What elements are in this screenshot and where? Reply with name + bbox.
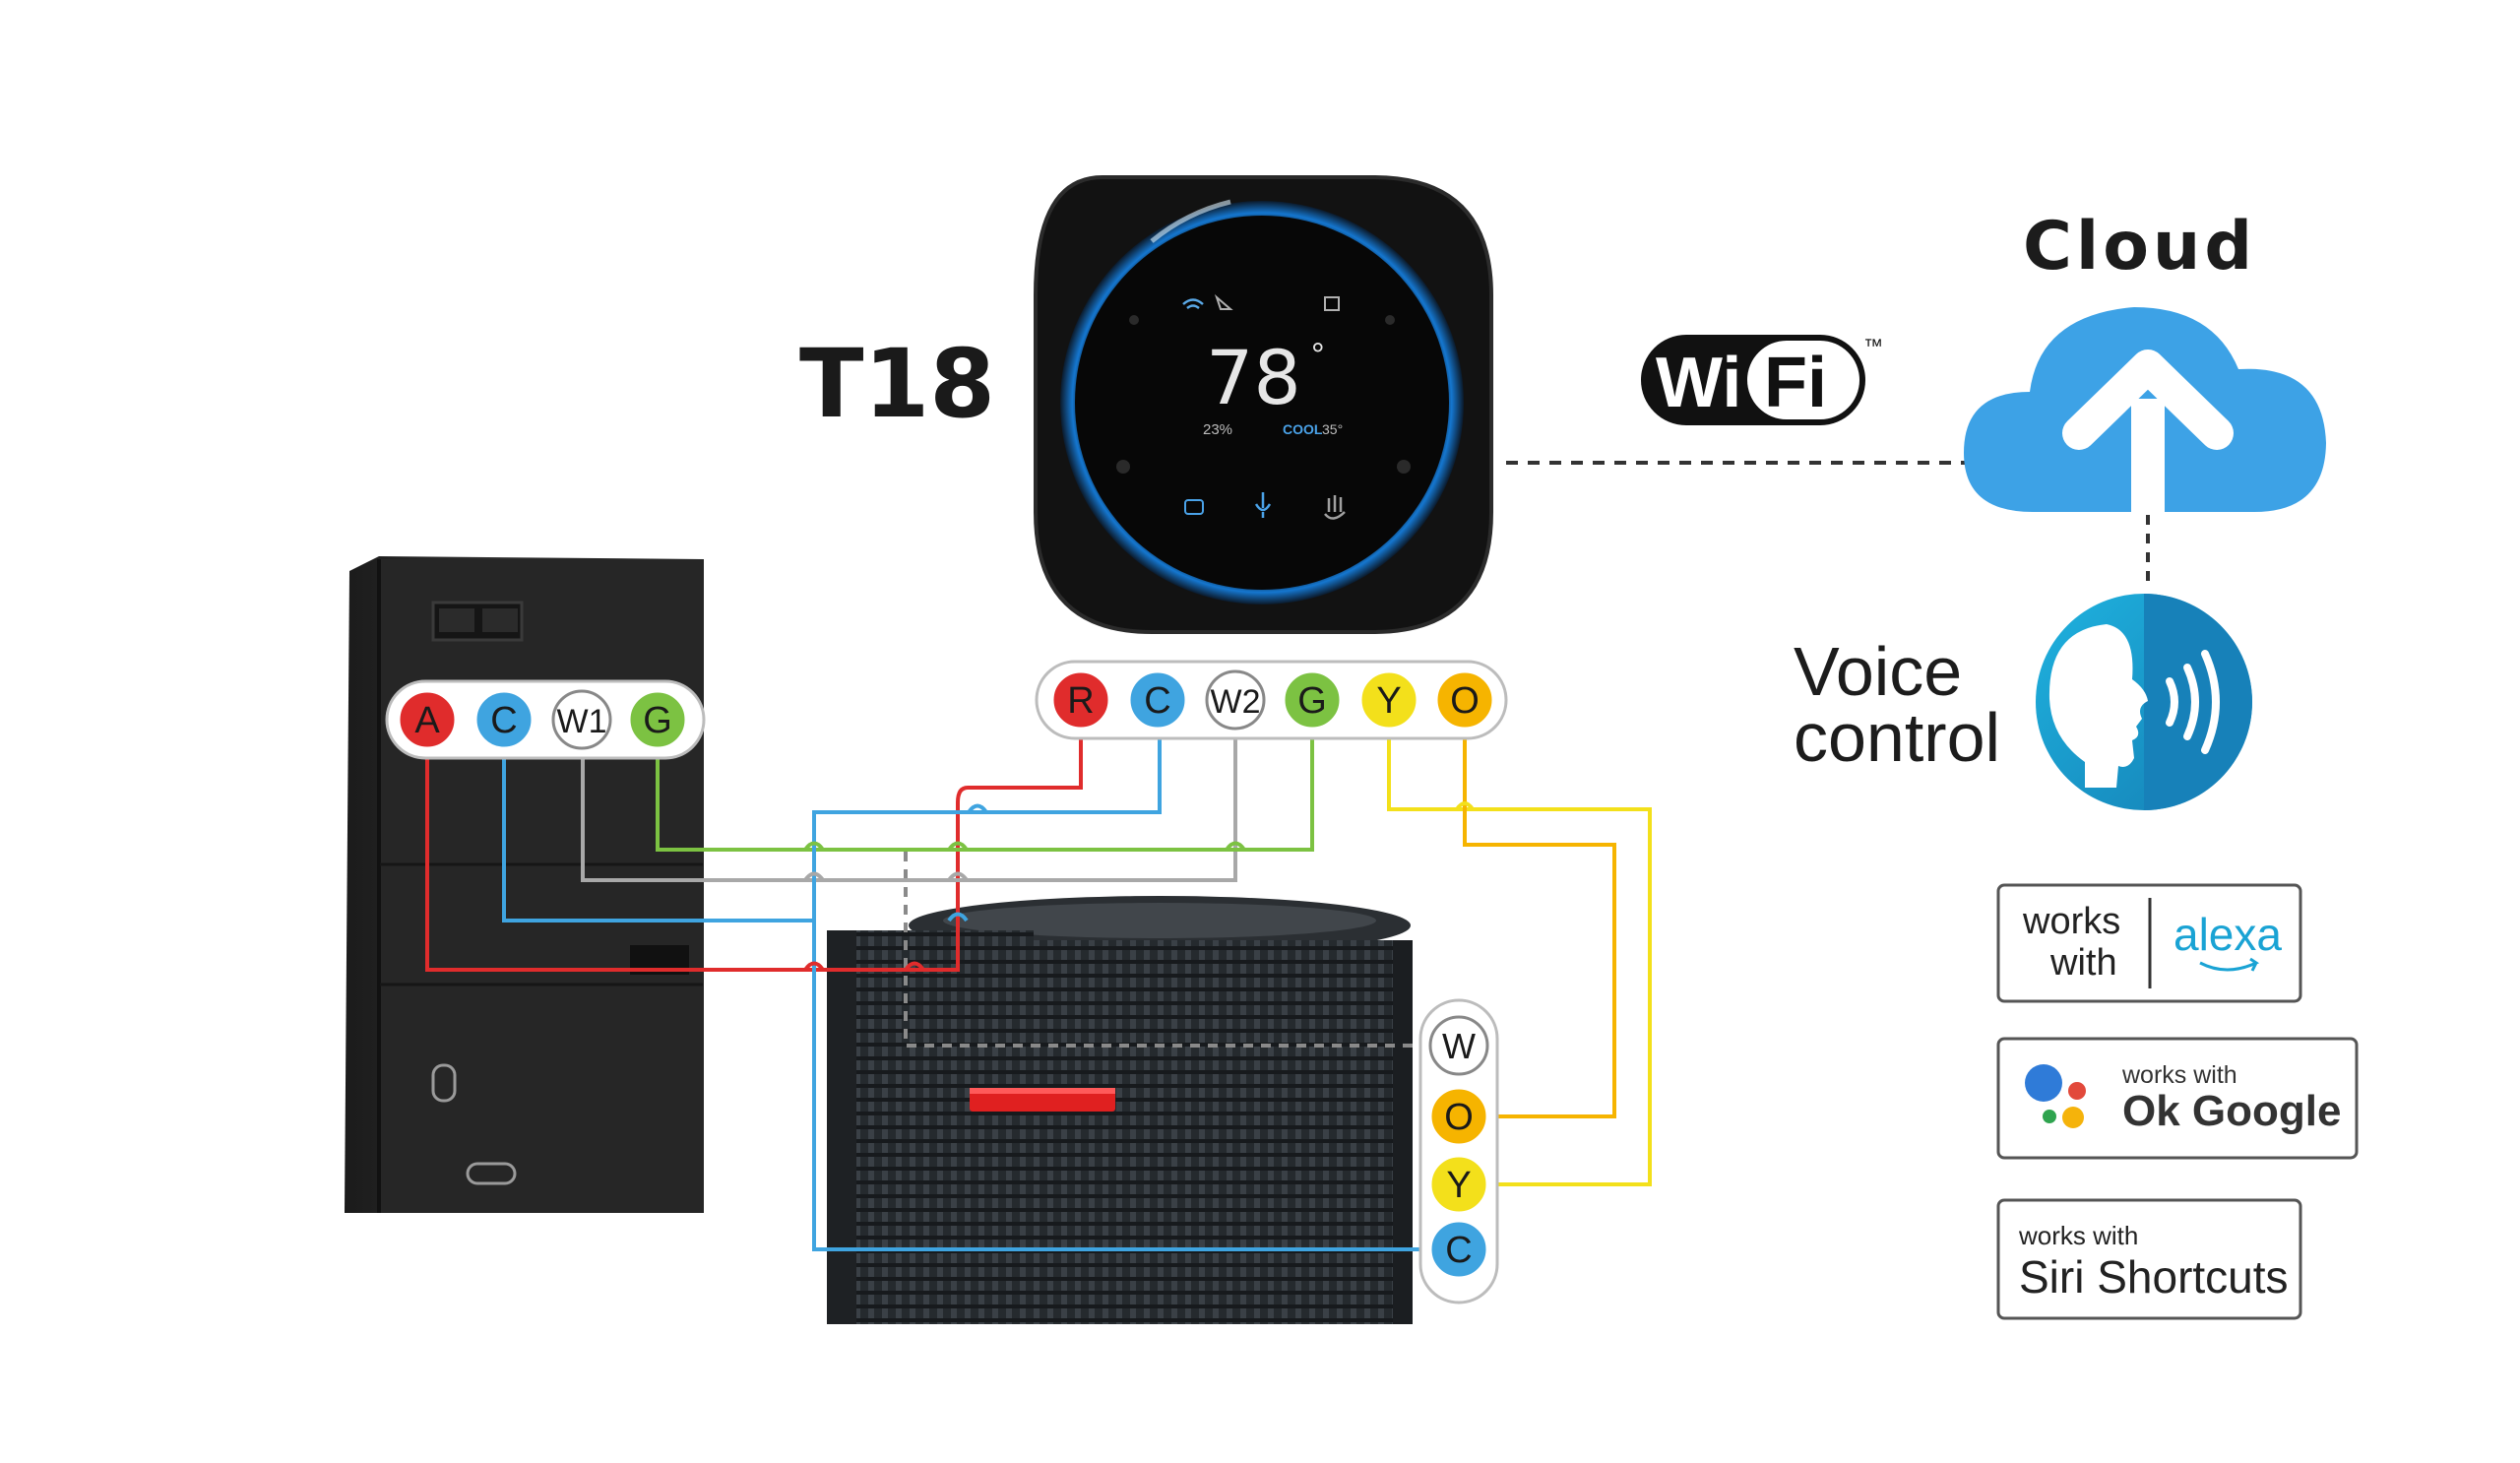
wire-blue-c-outdoor	[812, 812, 1442, 1251]
terminal-w-outdoor-label: W	[1442, 1026, 1476, 1066]
product-title: T18	[799, 329, 995, 439]
terminal-g-ah	[627, 689, 688, 750]
cloud-upload-icon	[1964, 307, 2326, 512]
alexa-badge: works with alexa	[1996, 883, 2302, 1003]
terminal-c-outdoor-label: C	[1445, 1230, 1472, 1271]
temperature-degree: °	[1311, 337, 1325, 374]
terminal-o-outdoor	[1428, 1086, 1489, 1147]
air-handler-unit	[345, 556, 704, 1213]
temperature-readout: 78	[1206, 334, 1301, 421]
terminal-w2	[1205, 669, 1266, 731]
google-works-with-text: works with	[2121, 1061, 2237, 1089]
terminal-g-tstat	[1282, 669, 1343, 731]
outdoor-terminal-strip: W O Y C	[1418, 998, 1499, 1304]
wifi-trademark: ™	[1863, 336, 1883, 357]
terminal-a-label: A	[414, 700, 440, 741]
siri-works-with-text: works with	[2018, 1221, 2138, 1250]
wifi-logo-text-wi: Wi	[1656, 344, 1741, 422]
google-assistant-icon	[2025, 1064, 2086, 1128]
setpoint-readout: 35°	[1322, 421, 1343, 437]
hand-icon	[1324, 495, 1346, 520]
google-badge: works with Ok Google	[1996, 1037, 2359, 1160]
alexa-smile-icon	[2199, 957, 2260, 972]
siri-badge: works with Siri Shortcuts	[1996, 1198, 2302, 1320]
cloud-label: Cloud	[2023, 208, 2256, 286]
terminal-c-ah	[473, 689, 535, 750]
siri-brand-text: Siri Shortcuts	[2019, 1251, 2289, 1303]
thermostat-terminal-strip: R C W2 G Y O	[1035, 660, 1508, 740]
voice-control-icon	[2036, 594, 2252, 810]
voice-label-line1: Voice	[1794, 633, 1962, 710]
terminal-r-label: R	[1067, 680, 1094, 722]
wire-red-r-a	[425, 719, 1083, 972]
humidity-readout: 23%	[1203, 421, 1232, 438]
terminal-r	[1050, 669, 1111, 731]
terminal-y-tstat	[1358, 669, 1419, 731]
hold-icon	[1184, 499, 1204, 515]
fan-status-icon	[1214, 293, 1233, 310]
wifi-logo-text-fi: Fi	[1764, 344, 1827, 422]
terminal-o-tstat-label: O	[1450, 680, 1480, 722]
terminal-w2-label: W2	[1211, 683, 1261, 721]
alexa-brand-text: alexa	[2174, 909, 2282, 960]
wire-white-w2-w1	[581, 719, 1237, 882]
terminal-o-tstat	[1434, 669, 1495, 731]
outdoor-condenser-unit	[827, 896, 1413, 1324]
terminal-w1	[551, 689, 612, 750]
terminal-c-tstat-label: C	[1144, 680, 1170, 722]
terminal-a	[397, 689, 458, 750]
terminal-g-ah-label: G	[643, 700, 672, 741]
calendar-icon	[1324, 296, 1340, 311]
terminal-g-tstat-label: G	[1297, 680, 1327, 722]
alexa-with-text: with	[2049, 942, 2117, 984]
wiring	[425, 719, 1652, 1251]
terminal-y-tstat-label: Y	[1376, 680, 1401, 722]
terminal-y-outdoor	[1428, 1154, 1489, 1215]
terminal-w1-label: W1	[557, 703, 607, 740]
terminal-c-tstat	[1127, 669, 1188, 731]
thermostat-device: 78 ° 23% COOL 35°	[1034, 175, 1493, 634]
terminal-c-ah-label: C	[490, 700, 517, 741]
terminal-c-outdoor	[1428, 1219, 1489, 1280]
terminal-o-outdoor-label: O	[1444, 1097, 1474, 1138]
mic-icon	[1254, 492, 1272, 518]
wire-green-g-g	[656, 719, 1314, 852]
voice-label-line2: control	[1794, 699, 2000, 776]
terminal-y-outdoor-label: Y	[1446, 1165, 1471, 1206]
wifi-status-icon	[1182, 298, 1204, 310]
terminal-w-outdoor	[1428, 1015, 1489, 1076]
mode-label: COOL	[1283, 421, 1323, 437]
alexa-works-text: works	[2022, 901, 2120, 942]
wire-yellow-y-y	[1387, 724, 1652, 1186]
google-brand-text: Ok Google	[2122, 1087, 2341, 1135]
air-handler-terminal-strip: A C W1 G	[385, 679, 706, 760]
wifi-logo: Wi Fi ™	[1641, 335, 1883, 425]
